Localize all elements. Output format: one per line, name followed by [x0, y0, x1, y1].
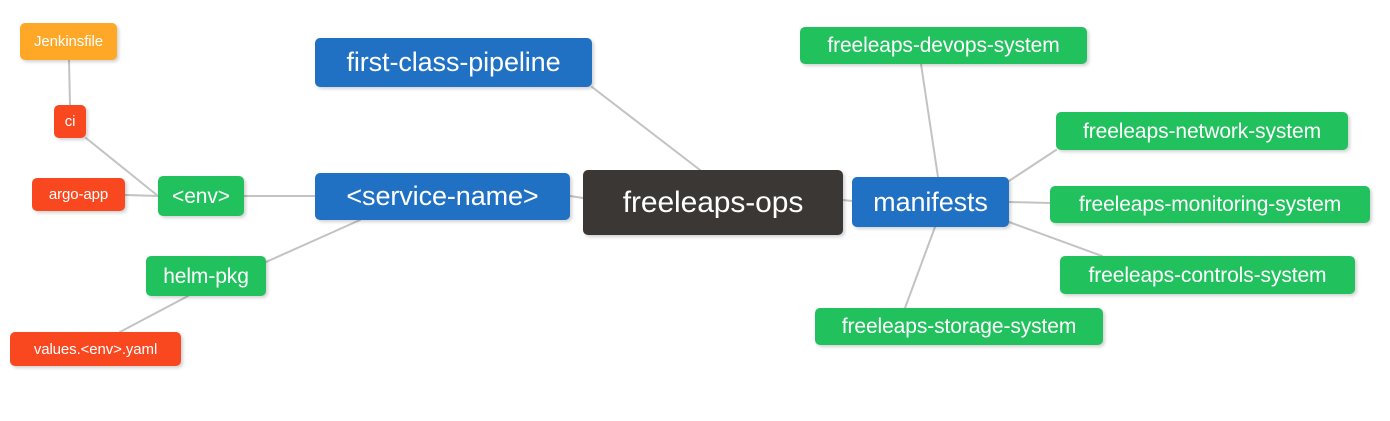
node-label-jenkinsfile: Jenkinsfile [34, 33, 103, 50]
node-values-yaml[interactable]: values.<env>.yaml [10, 332, 181, 366]
node-helm-pkg[interactable]: helm-pkg [146, 256, 266, 296]
node-label-helm-pkg: helm-pkg [163, 264, 249, 288]
edge-e-manifests-storage [904, 226, 936, 309]
node-label-freeleaps-devops-system: freeleaps-devops-system [827, 34, 1060, 57]
node-label-values-yaml: values.<env>.yaml [33, 340, 158, 358]
edge-e-servicename-ops [569, 195, 584, 199]
node-label-manifests: manifests [873, 186, 988, 217]
node-label-freeleaps-network-system: freeleaps-network-system [1082, 119, 1321, 143]
node-jenkinsfile[interactable]: Jenkinsfile [20, 23, 117, 60]
edge-e-helmpkg-servicename [265, 219, 361, 263]
node-label-env: <env> [172, 184, 230, 208]
node-env[interactable]: <env> [158, 176, 244, 216]
edge-e-argoapp-env [124, 194, 159, 197]
node-manifests[interactable]: manifests [852, 177, 1009, 227]
edge-e-pipeline-ops [591, 86, 701, 171]
node-label-freeleaps-controls-system: freeleaps-controls-system [1088, 263, 1327, 287]
node-freeleaps-network-system[interactable]: freeleaps-network-system [1056, 112, 1348, 150]
node-label-first-class-pipeline: first-class-pipeline [346, 47, 561, 77]
node-freeleaps-monitoring-system[interactable]: freeleaps-monitoring-system [1050, 186, 1370, 223]
edge-e-ops-manifests [842, 199, 853, 202]
node-label-freeleaps-monitoring-system: freeleaps-monitoring-system [1078, 193, 1342, 216]
node-freeleaps-controls-system[interactable]: freeleaps-controls-system [1060, 256, 1355, 294]
node-freeleaps-storage-system[interactable]: freeleaps-storage-system [815, 308, 1103, 345]
node-label-freeleaps-ops: freeleaps-ops [622, 185, 804, 219]
node-argo-app[interactable]: argo-app [32, 178, 125, 211]
edge-e-valuesyaml-helmpkg [119, 295, 189, 333]
node-label-argo-app: argo-app [48, 186, 109, 203]
node-service-name[interactable]: <service-name> [315, 173, 570, 220]
node-freeleaps-devops-system[interactable]: freeleaps-devops-system [800, 27, 1087, 64]
edge-e-manifests-monitoring [1008, 201, 1051, 204]
edge-e-manifests-controls [1008, 221, 1103, 257]
edge-e-manifests-devops [920, 63, 939, 178]
node-ci[interactable]: ci [54, 105, 86, 138]
node-freeleaps-ops[interactable]: freeleaps-ops [583, 170, 843, 235]
node-label-freeleaps-storage-system: freeleaps-storage-system [841, 315, 1077, 338]
edge-e-jenkinsfile-ci [68, 59, 71, 106]
node-label-service-name: <service-name> [346, 181, 539, 211]
node-first-class-pipeline[interactable]: first-class-pipeline [315, 38, 592, 87]
edge-e-manifests-network [1008, 149, 1057, 182]
node-label-ci: ci [64, 113, 76, 130]
